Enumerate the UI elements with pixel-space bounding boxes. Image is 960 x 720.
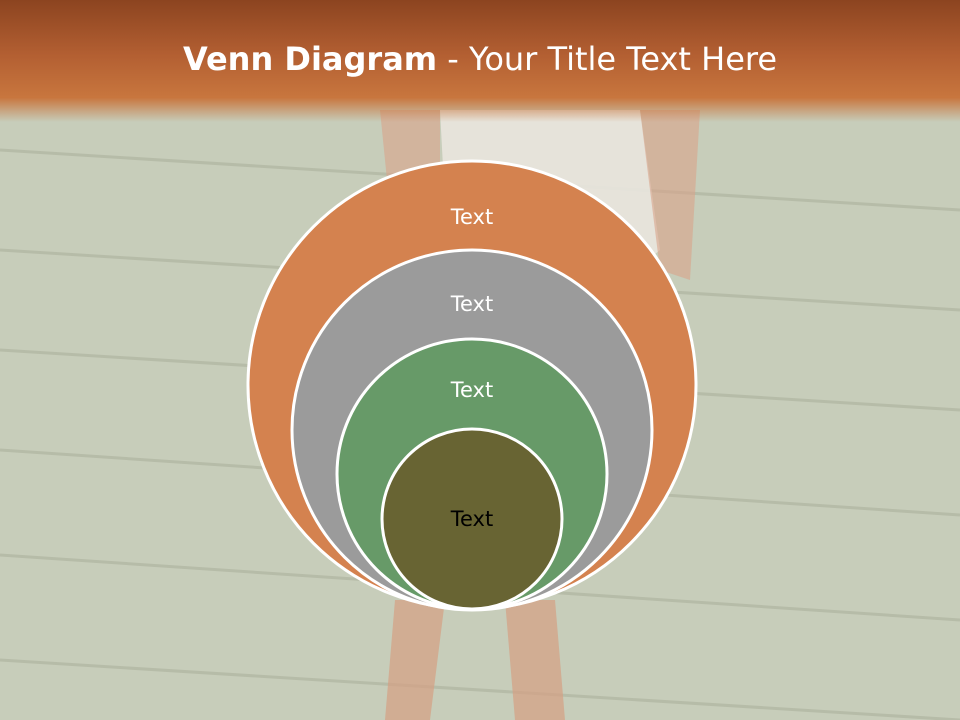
- inner-circle: [380, 427, 564, 611]
- title-bold: Venn Diagram: [182, 40, 438, 78]
- title-rest: - Your Title Text Here: [437, 40, 778, 78]
- second-circle-label: Text: [450, 292, 493, 316]
- third-circle-label: Text: [450, 378, 493, 402]
- outer-circle-label: Text: [450, 205, 493, 229]
- title-bar: [0, 0, 960, 122]
- slide-title: Venn Diagram - Your Title Text Here: [0, 40, 960, 78]
- inner-circle-label: Text: [450, 507, 493, 531]
